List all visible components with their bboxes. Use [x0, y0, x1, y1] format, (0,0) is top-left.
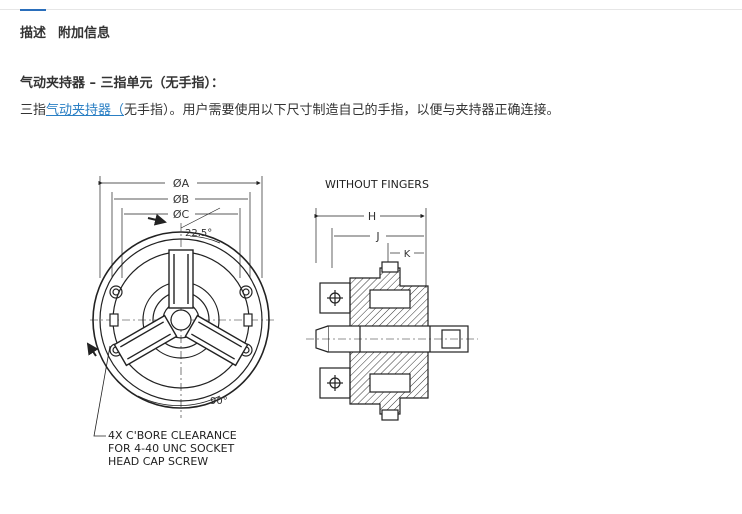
note-line-3: HEAD CAP SCREW — [108, 455, 208, 468]
tab-bar: 描述 附加信息 — [20, 9, 122, 42]
product-description: 三指气动夹持器（无手指）。用户需要使用以下尺寸制造自己的手指，以便与夹持器正确连… — [20, 99, 560, 118]
angle-top-label: 22.5° — [185, 228, 212, 239]
dim-k-label: K — [404, 249, 411, 260]
top-divider — [0, 9, 742, 10]
front-view — [86, 176, 274, 437]
angle-bottom-label: 90° — [210, 396, 228, 407]
dim-a-label: ØA — [173, 177, 190, 190]
dim-j-label: J — [375, 230, 379, 243]
dim-b-label: ØB — [173, 193, 189, 206]
tab-additional-info[interactable]: 附加信息 — [58, 26, 111, 41]
dim-h-label: H — [368, 210, 376, 223]
note-line-2: FOR 4-40 UNC SOCKET — [108, 442, 235, 455]
technical-drawing: ØA ØB ØC 22.5° 90° 4X C'BORE CLEARANCE F… — [70, 168, 490, 472]
dim-c-label: ØC — [173, 208, 190, 221]
note-line-1: 4X C'BORE CLEARANCE — [108, 429, 237, 442]
side-view-title: WITHOUT FINGERS — [325, 178, 429, 191]
side-view — [306, 208, 478, 421]
tab-description[interactable]: 描述 — [20, 9, 47, 42]
description-suffix: 无手指）。用户需要使用以下尺寸制造自己的手指，以便与夹持器正确连接。 — [124, 103, 560, 118]
gripper-link[interactable]: 气动夹持器（ — [46, 103, 125, 118]
description-prefix: 三指 — [20, 103, 47, 118]
product-heading: 气动夹持器 – 三指单元（无手指）： — [20, 76, 225, 91]
drawing-svg: ØA ØB ØC 22.5° 90° 4X C'BORE CLEARANCE F… — [86, 176, 478, 468]
